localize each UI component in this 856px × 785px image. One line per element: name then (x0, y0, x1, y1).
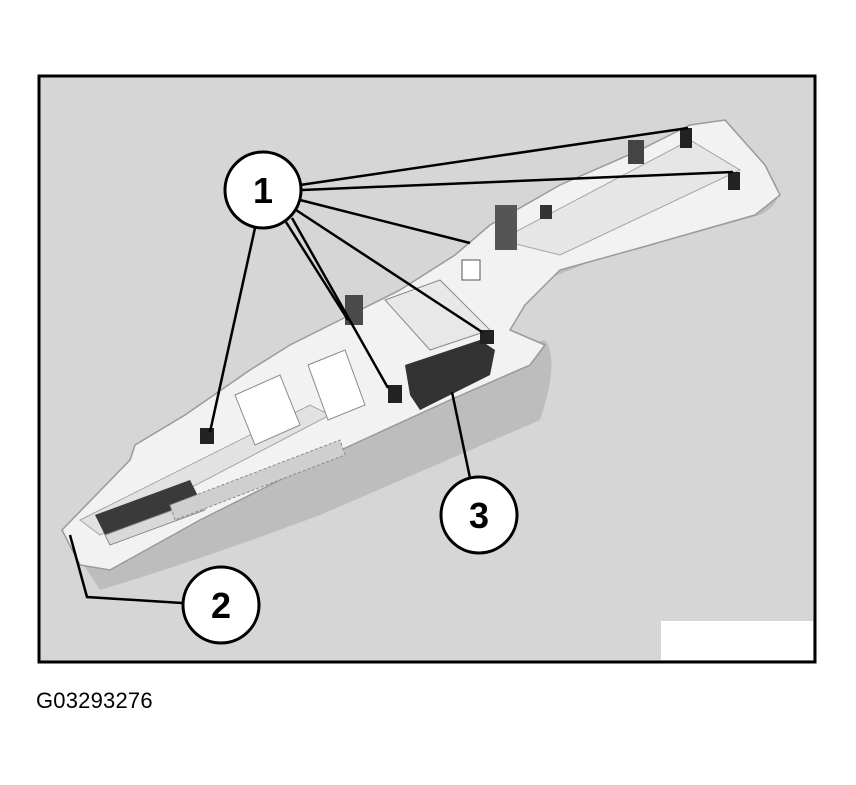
callout-1-label: 1 (253, 170, 273, 211)
clip-7 (628, 140, 644, 164)
part-label-b (307, 349, 366, 421)
clip-1 (200, 428, 214, 444)
figure-caption: G03293276 (36, 688, 153, 713)
clip-3 (388, 385, 402, 403)
leader-1-c (299, 198, 471, 245)
clip-2 (345, 295, 363, 325)
callout-3-circle (439, 475, 519, 555)
part-label-a (234, 374, 301, 446)
clip-4 (461, 259, 481, 281)
callout-2-circle (181, 565, 261, 645)
part-textured-strip (169, 439, 346, 521)
clip-10 (540, 205, 552, 219)
callout-2-label: 2 (211, 585, 231, 626)
trim-panel-part (61, 119, 781, 590)
callout-1: 1 (223, 150, 303, 230)
part-rail (498, 139, 742, 256)
leader-lines (68, 126, 734, 605)
callout-3-label: 3 (469, 495, 489, 536)
clip-6 (495, 205, 517, 250)
part-dark-strip (95, 480, 200, 535)
leader-2 (68, 534, 183, 605)
clip-8 (680, 128, 692, 148)
leader-3 (450, 391, 472, 479)
callout-2: 2 (181, 565, 261, 645)
leader-1-b (301, 170, 734, 192)
leader-1-e (290, 217, 390, 389)
leader-1-d (295, 208, 483, 334)
callout-3: 3 (439, 475, 519, 555)
leader-1-f (284, 221, 350, 321)
clip-9 (728, 172, 740, 190)
leader-1-a (299, 126, 689, 187)
corner-notch (661, 621, 813, 660)
clip-5 (480, 330, 494, 344)
callout-1-circle (223, 150, 303, 230)
leader-1-g (208, 227, 257, 433)
part-box-front (405, 340, 495, 410)
